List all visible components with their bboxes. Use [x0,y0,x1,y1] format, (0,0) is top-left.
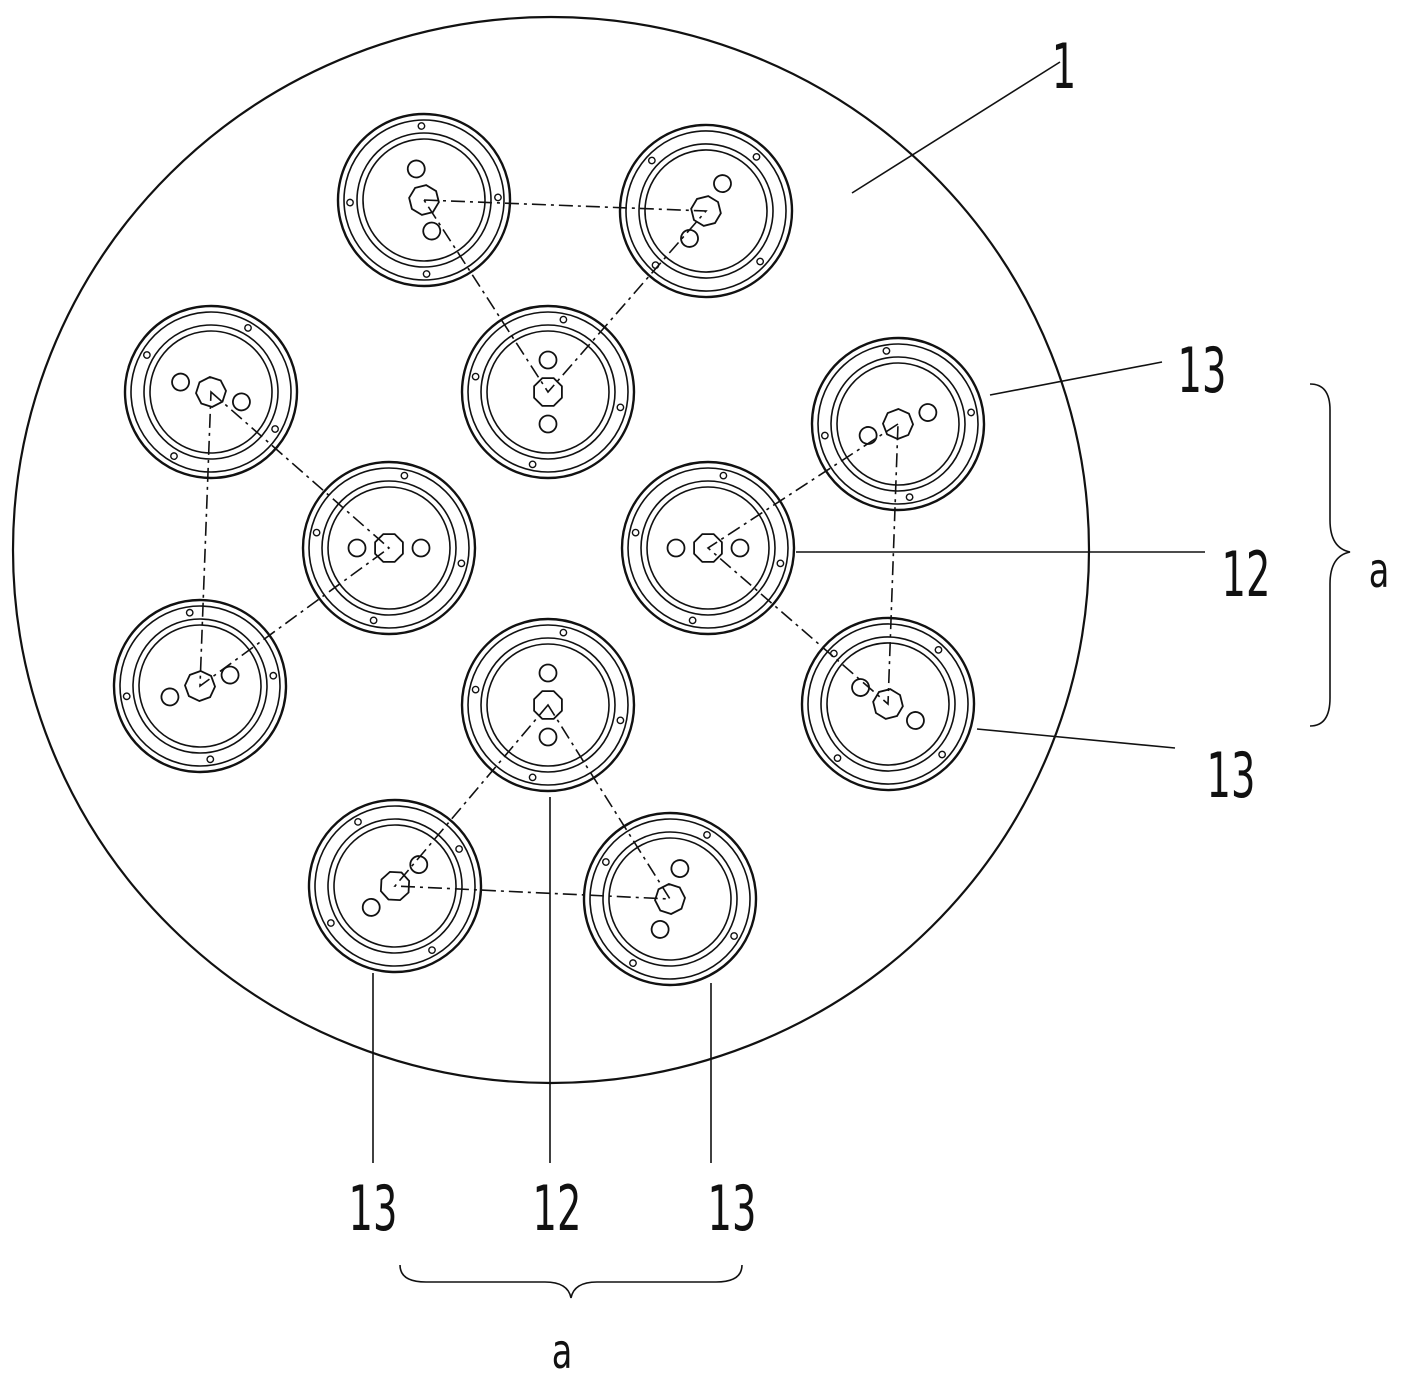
module-cross-section-icon [123,304,299,480]
module-cross-section-icon [460,617,636,793]
label-bottom-right: 13 [708,1174,757,1246]
module-cross-section-icon [810,336,986,512]
module-top-left [336,112,512,288]
label-bottom-left: 13 [349,1174,398,1246]
module-bottom-left [307,798,483,974]
triangle-left [199,390,391,688]
module-top-right [618,123,794,299]
module-cross-section-icon [620,460,796,636]
module-cross-section-icon [460,304,636,480]
module-cross-section-icon [618,123,794,299]
module-left-upper [123,304,299,480]
module-cross-section-icon [336,112,512,288]
triangle-top [422,199,708,394]
module-left-lower [112,598,288,774]
base-plate-outline [11,15,1091,1085]
module-bottom-center [460,617,636,793]
module-bottom-right [582,811,758,987]
module-cross-section-icon [307,798,483,974]
module-right-upper [810,336,986,512]
bracket-bottom [399,1264,743,1299]
bracket-right [1309,383,1351,727]
triangle-bottom [393,703,672,900]
leader-lines [372,61,1205,1163]
leader-plate [851,61,1061,194]
module-right-center [620,460,796,636]
label-group-right: a [1369,543,1390,599]
module-top-center [460,304,636,480]
label-group-bottom: a [552,1324,573,1380]
label-plate: 1 [1052,32,1076,104]
module-cross-section-icon [582,811,758,987]
module-right-lower [800,616,976,792]
modules-layer [112,112,986,987]
module-cross-section-icon [800,616,976,792]
leader-right-top [989,361,1163,396]
leader-right-bottom [976,728,1176,749]
module-cross-section-icon [301,460,477,636]
module-left-center [301,460,477,636]
triangle-right [706,422,899,706]
label-right-middle: 12 [1222,540,1271,612]
module-cross-section-icon [112,598,288,774]
label-bottom-middle: 12 [533,1174,582,1246]
label-right-bottom: 13 [1207,741,1256,813]
label-right-top: 13 [1178,336,1227,408]
group-connection-lines [199,199,899,900]
